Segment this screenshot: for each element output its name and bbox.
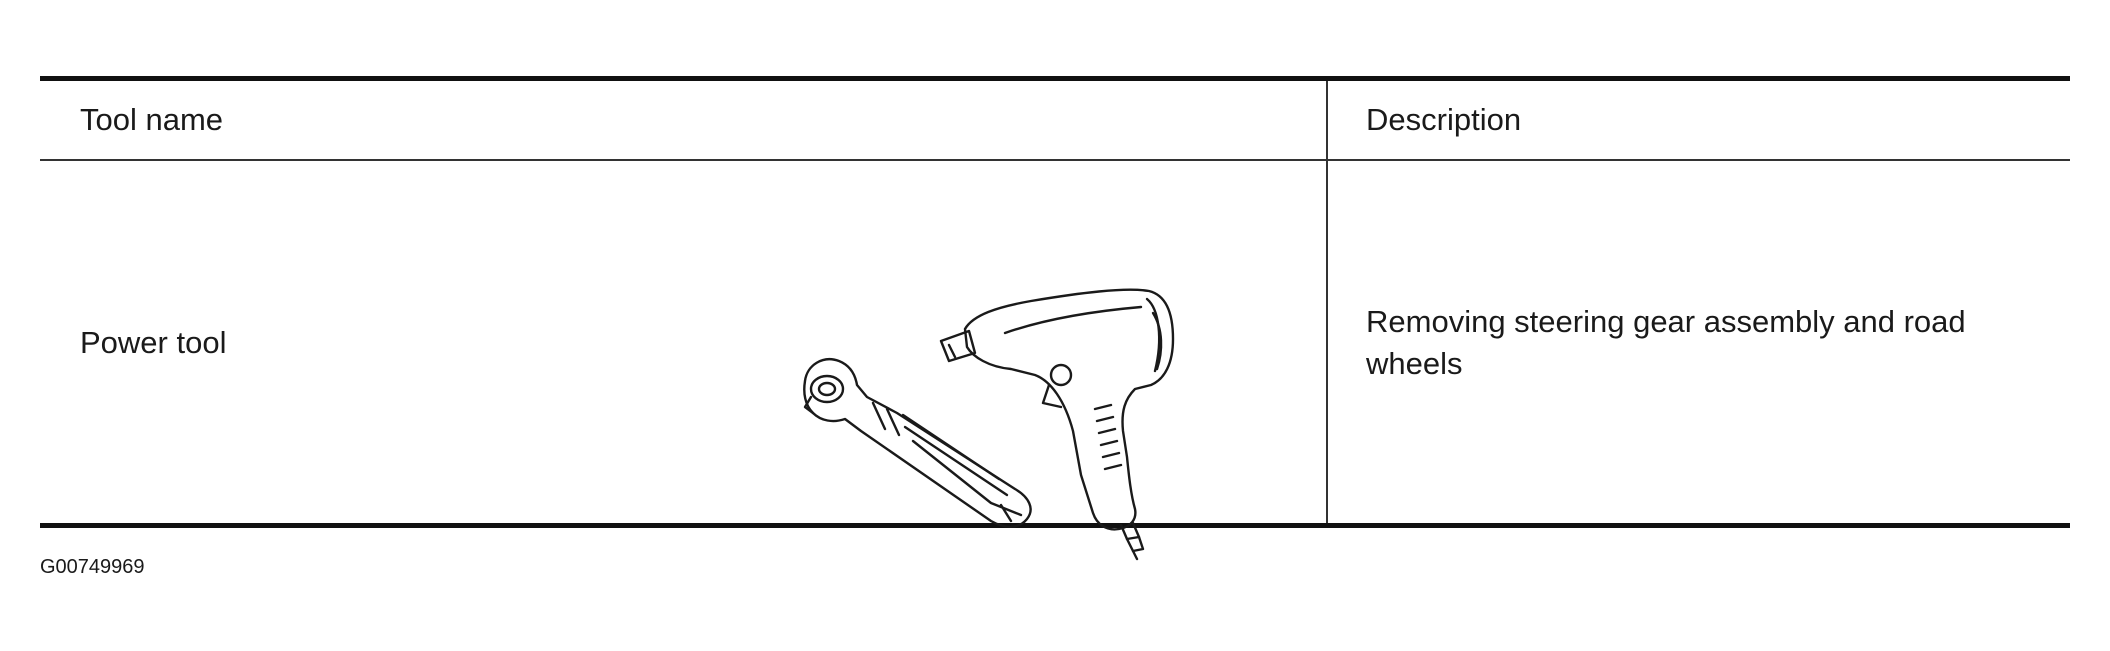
figure-id: G00749969 [40, 556, 145, 578]
ratchet-wrench-icon [803, 358, 1032, 528]
header-description: Description [1366, 102, 1522, 137]
column-divider [1326, 81, 1328, 523]
impact-wrench-icon [939, 288, 1175, 561]
tool-table: Tool name Description Power tool [40, 76, 2070, 561]
header-tool-name: Tool name [80, 102, 224, 137]
power-tool-icon [803, 288, 1175, 561]
tool-name-cell: Power tool [80, 325, 227, 360]
table-row: Power tool [40, 161, 2070, 561]
table-header-row: Tool name Description [40, 81, 2070, 161]
description-cell: Removing steering gear assembly and road… [1366, 304, 1966, 381]
